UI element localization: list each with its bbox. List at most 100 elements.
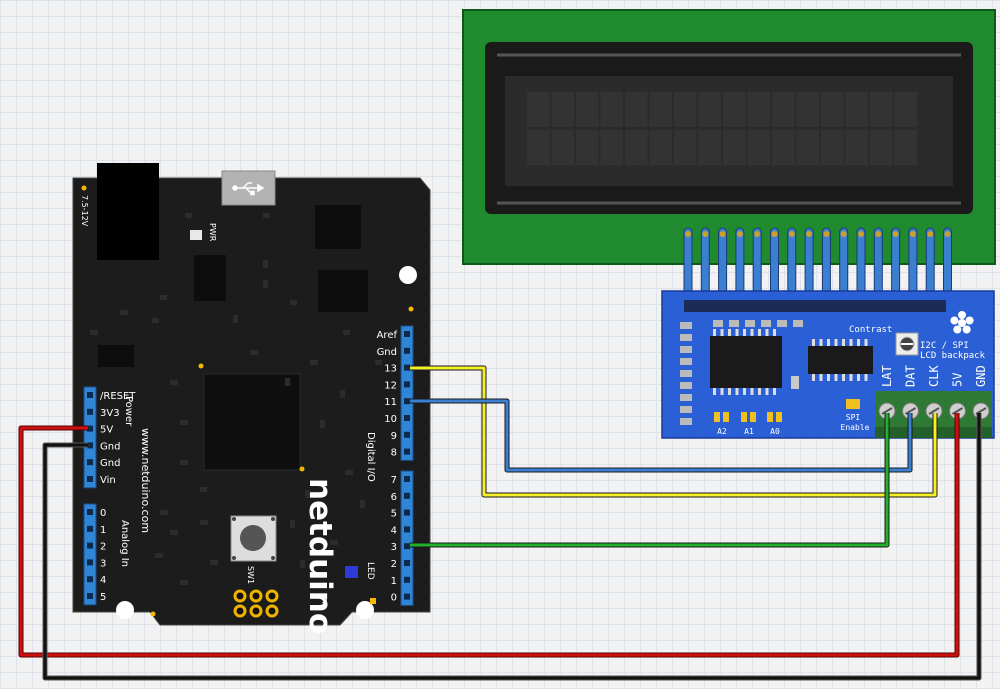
trademark-label: TM [320,596,328,607]
spi-label-line1: SPI [846,413,861,422]
header-pin[interactable] [404,593,410,600]
header-pin[interactable] [87,459,93,466]
smd-pad [680,382,692,389]
header-pin[interactable] [404,364,410,371]
analog-header [83,503,97,606]
lcd-character-cell [649,92,672,127]
header-pin[interactable] [87,425,93,432]
lcd-character-cell [821,130,844,165]
terminal-label: CLK [927,365,941,387]
lcd-character-cell [747,130,770,165]
header-pin[interactable] [404,381,410,388]
icsp-pin [233,589,247,603]
icsp-pin [249,604,263,618]
pin-label: 13 [384,364,397,375]
header-pin[interactable] [404,492,410,499]
pin-label: Gnd [100,441,120,452]
lcd-character-cell [821,92,844,127]
lcd-character-cell [600,130,623,165]
terminal-label: GND [974,365,988,387]
icsp-pin [233,604,247,618]
pin-label: 0 [391,593,397,604]
header-pin[interactable] [87,525,93,532]
contrast-label: Contrast [849,325,892,335]
sw1-label: SW1 [246,566,255,584]
header-pin[interactable] [87,408,93,415]
power-header-title: Power [123,396,134,427]
lcd-character-cell [551,92,574,127]
address-label: A2 [717,427,727,436]
pin-label: 1 [391,576,397,587]
pin-label: 3V3 [100,408,120,419]
lcd-character-cell [772,92,795,127]
pin-label: 2 [100,542,106,553]
pin-label: 10 [384,414,397,425]
header-pin[interactable] [87,442,93,449]
power-header [83,386,97,489]
backpack-chip-2 [808,346,873,374]
header-pin[interactable] [87,509,93,515]
header-pin[interactable] [404,560,410,566]
header-pin[interactable] [404,543,410,550]
lcd-character-cell [796,130,819,165]
header-pin[interactable] [404,347,410,354]
header-pin[interactable] [404,576,410,583]
header-pin[interactable] [404,476,410,482]
header-pin[interactable] [87,542,93,549]
mounting-hole [116,601,134,619]
backpack-title-line1: I2C / SPI [920,341,969,351]
lcd-character-cell [870,130,893,165]
pin-label: 2 [391,559,397,570]
address-jumper-pad[interactable] [714,412,720,422]
lcd-character-cell [723,92,746,127]
smd-pad [680,322,692,329]
header-pin[interactable] [404,448,410,455]
lcd-character-cell [723,130,746,165]
lcd-module: 1 [462,9,996,265]
backpack-resistor-pads [680,320,803,425]
header-pin[interactable] [404,431,410,438]
microcontroller-chip [203,373,301,471]
smd-pad [680,394,692,401]
header-pin[interactable] [87,593,93,599]
icsp-pin [265,589,279,603]
pin-label: Gnd [100,458,120,469]
address-jumper-pad[interactable] [767,412,773,422]
onboard-led [345,566,358,578]
header-pin[interactable] [404,331,410,337]
header-pin[interactable] [404,398,410,405]
pin-label: 4 [100,575,106,586]
header-pin[interactable] [404,526,410,533]
header-pin[interactable] [404,415,410,421]
header-pin[interactable] [404,509,410,516]
lcd-character-cell [698,92,721,127]
lcd-character-cell [870,92,893,127]
analog-header-title: Analog In [119,520,130,567]
spi-enable-jumper[interactable] [846,399,860,409]
smd-pad [680,334,692,341]
lcd-character-cell [649,130,672,165]
header-pin[interactable] [87,576,93,583]
lcd-character-cell [625,130,648,165]
smd-pad [680,358,692,365]
adafruit-logo-icon [950,311,974,334]
digital-header-low [400,470,414,606]
lcd-character-cell [625,92,648,127]
mounting-hole [399,266,417,284]
mounting-hole [356,601,374,619]
digital-header-title: Digital I/O [365,432,376,482]
header-pin[interactable] [87,476,93,482]
header-pin[interactable] [87,559,93,566]
pin-headers: /RESET3V35VGndGndVin012345ArefGnd1312111… [83,325,414,606]
header-pin[interactable] [87,392,93,398]
digital-header-high [400,325,414,461]
address-jumper-pad[interactable] [741,412,747,422]
address-label: A0 [770,427,780,436]
led-label: LED [365,562,375,580]
lcd-character-cell [674,92,697,127]
icsp-header [233,589,279,618]
pin-label: 3 [391,542,397,553]
